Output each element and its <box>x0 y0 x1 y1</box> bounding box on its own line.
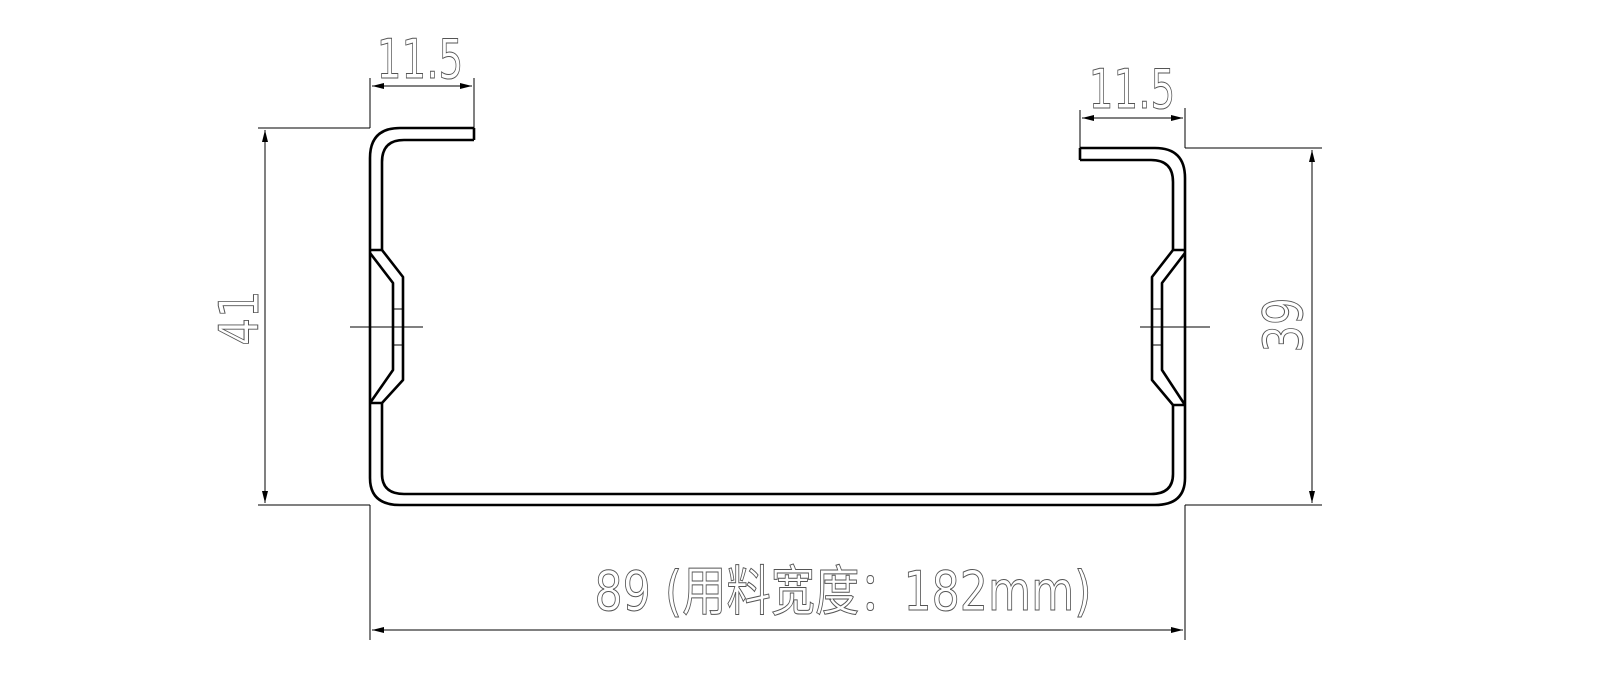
left-stiffener-rib <box>350 248 423 405</box>
channel-profile <box>350 126 1210 507</box>
dimension-left-flange: 11.5 <box>369 28 475 128</box>
right-stiffener-rib <box>1140 248 1210 407</box>
dimension-left-height-label: 41 <box>208 291 271 346</box>
dimension-width-label: 89 (用料宽度：182mm) <box>595 560 1092 623</box>
dimension-right-height-label: 39 <box>1252 298 1315 353</box>
dimension-right-flange-label: 11.5 <box>1089 59 1176 122</box>
dimension-right-flange: 11.5 <box>1079 58 1186 148</box>
dimension-right-height: 39 <box>1185 147 1322 506</box>
dimension-left-height: 41 <box>208 127 370 506</box>
profile-inner-edge <box>380 138 1175 496</box>
dimension-width: 89 (用料宽度：182mm) <box>369 505 1186 640</box>
profile-outer-edge <box>368 126 1187 507</box>
dimension-left-flange-label: 11.5 <box>377 29 464 92</box>
